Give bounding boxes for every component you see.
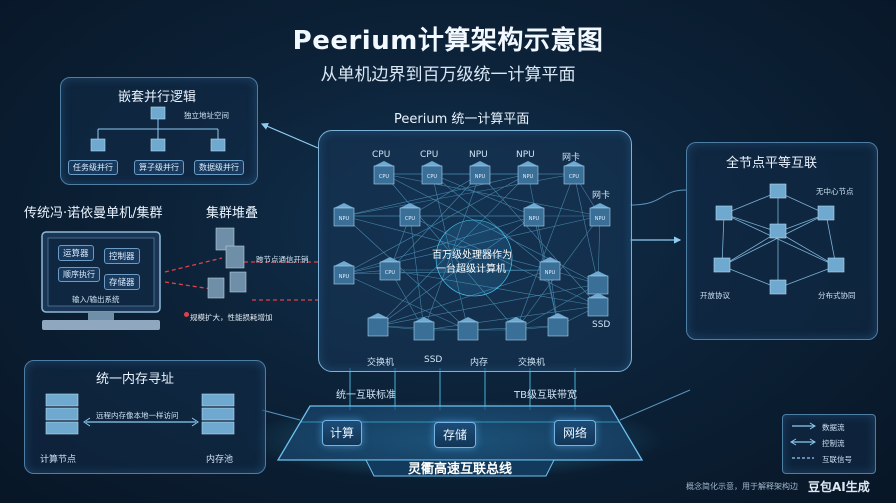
processor-chip-label-0: CPU bbox=[379, 174, 390, 180]
processor-chip-label-9: NPU bbox=[339, 274, 350, 280]
processor-chip-label-4: CPU bbox=[569, 174, 580, 180]
plane-bottom-label-0: 交换机 bbox=[367, 358, 395, 368]
scaling-loss-label: 规模扩大，性能损耗增加 bbox=[190, 313, 273, 322]
processor-node-3: NPU bbox=[517, 161, 539, 185]
processor-node-14 bbox=[413, 317, 435, 341]
bus-storage-block: 存储 bbox=[434, 422, 476, 448]
tb-bandwidth-label: TB级互联带宽 bbox=[514, 390, 577, 401]
data-parallel-tag: 数据级并行 bbox=[194, 160, 244, 175]
processor-chip-label-6: CPU bbox=[405, 216, 416, 222]
cluster-servers-graphic bbox=[207, 227, 247, 299]
memory-pool-label: 内存池 bbox=[206, 455, 234, 465]
legend-control-flow: 控制流 bbox=[822, 439, 845, 448]
processor-node-12 bbox=[587, 271, 609, 295]
control-unit: 控制器 bbox=[104, 248, 140, 264]
bus-compute-block: 计算 bbox=[322, 420, 362, 446]
processor-node-6: CPU bbox=[399, 203, 421, 227]
storage-unit: 存储器 bbox=[104, 274, 140, 290]
plane-top-label-0: CPU bbox=[372, 150, 391, 160]
plane-center-hub bbox=[435, 219, 513, 297]
io-system-label: 输入/输出系统 bbox=[72, 295, 120, 304]
processor-node-11: NPU bbox=[539, 257, 561, 281]
processor-chip-label-7: NPU bbox=[529, 216, 540, 222]
processor-node-5: NPU bbox=[333, 203, 355, 227]
processor-node-8: NPU bbox=[589, 203, 611, 227]
plane-bottom-label-2: 内存 bbox=[470, 358, 489, 368]
memory-graphic bbox=[45, 393, 235, 435]
plane-title: Peerium 统一计算平面 bbox=[394, 112, 530, 127]
operator-parallel-tag: 算子级并行 bbox=[134, 160, 184, 175]
processor-chip-label-5: NPU bbox=[339, 216, 350, 222]
cross-node-overhead-label: 跨节点通信开销 bbox=[256, 255, 309, 264]
plane-top-label-3: NPU bbox=[516, 150, 535, 160]
compute-node-label: 计算节点 bbox=[40, 455, 77, 465]
processor-node-18 bbox=[587, 293, 609, 317]
page-subtitle: 从单机边界到百万级统一计算平面 bbox=[320, 65, 576, 85]
plane-bottom-label-1: SSD bbox=[424, 355, 443, 365]
processor-node-2: NPU bbox=[469, 161, 491, 185]
address-space-label: 独立地址空间 bbox=[184, 111, 229, 120]
processor-node-17 bbox=[547, 313, 569, 337]
processor-chip-label-2: NPU bbox=[475, 174, 486, 180]
warning-dot bbox=[184, 312, 189, 317]
nested-parallel-title: 嵌套并行逻辑 bbox=[118, 90, 197, 105]
legend-panel bbox=[782, 414, 876, 474]
plane-top-label-4: 网卡 bbox=[562, 153, 581, 163]
plane-top-label-1: CPU bbox=[420, 150, 439, 160]
processor-node-10: CPU bbox=[379, 257, 401, 281]
nested-tree-graphic bbox=[90, 106, 226, 152]
plane-top-label-2: NPU bbox=[469, 150, 488, 160]
task-parallel-tag: 任务级并行 bbox=[68, 160, 118, 175]
footnote-caption: 概念简化示意，用于解释架构边 bbox=[686, 482, 798, 491]
processor-node-7: NPU bbox=[523, 203, 545, 227]
open-protocol-label: 开放协议 bbox=[700, 291, 730, 300]
processor-node-4: CPU bbox=[563, 161, 585, 185]
remote-memory-label: 远程内存像本地一样访问 bbox=[96, 411, 179, 420]
legend-graphic bbox=[790, 422, 816, 459]
alu-unit: 运算器 bbox=[58, 245, 94, 261]
plane-right-label-0: 网卡 bbox=[592, 191, 611, 201]
page-title: Peerium计算架构示意图 bbox=[292, 26, 604, 56]
bus-network-block: 网络 bbox=[554, 420, 596, 446]
processor-node-15 bbox=[457, 317, 479, 341]
peer-title: 全节点平等互联 bbox=[726, 156, 818, 171]
cluster-title: 集群堆叠 bbox=[206, 206, 259, 221]
processor-chip-label-3: NPU bbox=[523, 174, 534, 180]
watermark: 豆包AI生成 bbox=[808, 480, 870, 494]
processor-node-0: CPU bbox=[373, 161, 395, 185]
processor-node-1: CPU bbox=[421, 161, 443, 185]
no-center-label: 无中心节点 bbox=[816, 187, 854, 196]
processor-node-9: NPU bbox=[333, 261, 355, 285]
peer-network-graphic bbox=[713, 183, 845, 295]
plane-right-label-1: SSD bbox=[592, 320, 611, 330]
unified-standard-label: 统一互联标准 bbox=[336, 390, 396, 401]
processor-node-16 bbox=[505, 317, 527, 341]
processor-mesh-graphic: CPU CPU NPU NPU CPU NPU CPU NPU NPU NPU CPU NPU bbox=[333, 161, 611, 341]
memory-title: 统一内存寻址 bbox=[96, 372, 175, 387]
distributed-label: 分布式协同 bbox=[818, 291, 856, 300]
plane-center-text-2: 一台超级计算机 bbox=[436, 264, 506, 275]
sequential-exec-unit: 顺序执行 bbox=[58, 267, 100, 282]
plane-center-text-1: 百万级处理器作为 bbox=[432, 250, 512, 261]
legend-signal: 互联信号 bbox=[822, 455, 852, 464]
plane-bottom-label-3: 交换机 bbox=[518, 358, 546, 368]
processor-chip-label-8: NPU bbox=[595, 216, 606, 222]
legacy-title: 传统冯·诺依曼单机/集群 bbox=[24, 206, 163, 221]
processor-chip-label-11: NPU bbox=[545, 270, 556, 276]
processor-chip-label-1: CPU bbox=[427, 174, 438, 180]
processor-node-13 bbox=[367, 313, 389, 337]
processor-chip-label-10: CPU bbox=[385, 270, 396, 276]
bus-name: 灵衢高速互联总线 bbox=[407, 462, 512, 477]
legend-data-flow: 数据流 bbox=[822, 423, 845, 432]
